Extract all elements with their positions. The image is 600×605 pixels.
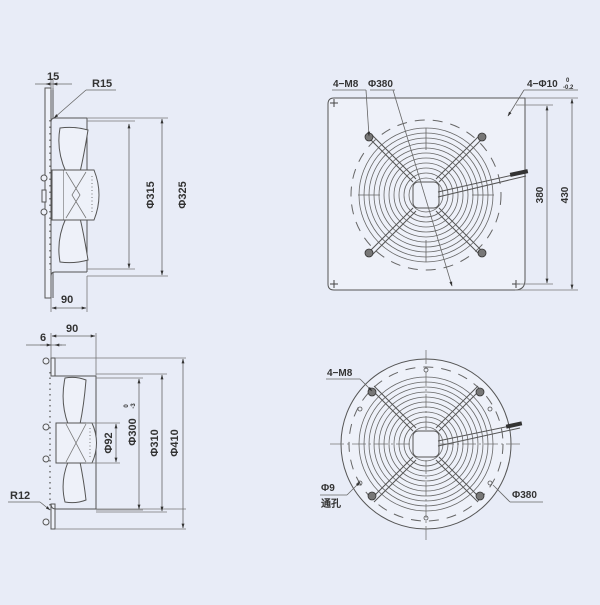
front-view-square-fan: 4−M8 Φ380 4−Φ10 0 -0.2 380 430 (327, 78, 578, 291)
side-view-square-fan: 15 R15 Φ315 Φ325 90 (35, 71, 189, 312)
label-through-hole-note: 通孔 (321, 497, 341, 510)
label-mount-holes-tol-lower: -0.2 (563, 85, 574, 91)
label-hole-spacing: 380 (535, 186, 546, 203)
label-round-flange-thickness: 6 (40, 332, 46, 344)
motor-hub (51, 169, 65, 221)
label-blade-diameter: Φ315 (145, 181, 157, 208)
label-round-blade-diameter: Φ300 (127, 418, 139, 445)
label-depth: 90 (61, 294, 73, 306)
side-view-round-fan: 90 6 R12 Φ92 Φ300 0 -3 Φ310 Φ410 (8, 323, 186, 530)
label-motor-diameter: Φ92 (103, 432, 115, 453)
label-plate-size: 430 (560, 186, 571, 203)
label-through-hole: Φ9 (321, 483, 335, 494)
label-mount-threads: 4−M8 (333, 79, 359, 90)
label-round-housing-diameter: Φ310 (149, 429, 161, 456)
label-round-mount-threads: 4−M8 (327, 368, 353, 379)
label-round-corner-radius: R12 (10, 490, 30, 502)
label-round-depth: 90 (66, 323, 78, 335)
label-blade-tol-upper: 0 (124, 404, 130, 408)
label-housing-diameter: Φ325 (177, 181, 189, 208)
label-mount-holes: 4−Φ10 (527, 79, 558, 90)
front-view-round-fan: 4−M8 Φ9 通孔 Φ380 (320, 350, 543, 540)
label-round-bolt-circle: Φ380 (512, 490, 537, 501)
label-mount-holes-tol-upper: 0 (566, 78, 570, 84)
fan-guard (358, 127, 529, 263)
label-flange-thickness: 15 (47, 71, 59, 83)
label-corner-radius: R15 (92, 78, 112, 90)
bolt-circle (350, 119, 502, 271)
round-fan-guard (358, 376, 523, 512)
label-flange-diameter: Φ410 (169, 429, 181, 456)
label-bolt-circle: Φ380 (368, 79, 393, 90)
label-blade-tol-lower: -3 (131, 403, 137, 409)
